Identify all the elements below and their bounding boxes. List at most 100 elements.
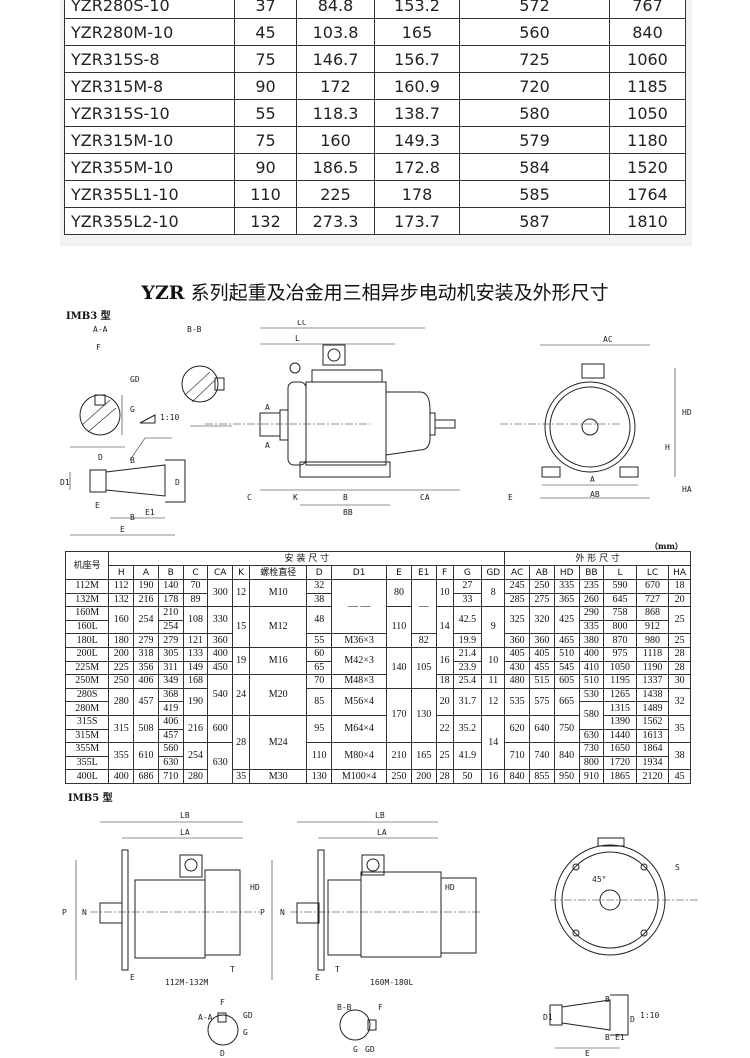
table-cell: 153.2 (374, 0, 460, 19)
dimension-label: HD (445, 883, 455, 892)
dimension-label: P (62, 908, 67, 917)
table-cell: 311 (157, 660, 184, 676)
frame-cell: 132M (64, 592, 110, 608)
table-cell: 89 (182, 592, 209, 608)
table-cell: 800 (603, 619, 637, 635)
dimension-label: P (260, 908, 265, 917)
column-header: BB (578, 565, 605, 580)
table-cell: 250 (386, 769, 412, 784)
table-cell: 32 (668, 687, 691, 716)
column-header: A (133, 565, 159, 580)
column-header: L (603, 565, 637, 580)
dimension-label: LA (180, 828, 190, 837)
model-cell: YZR355L1-10 (64, 180, 235, 208)
table-cell: 1195 (603, 674, 637, 689)
column-header: C (182, 565, 209, 580)
table-cell: 1390 (603, 714, 637, 730)
table-cell: 84.8 (296, 0, 375, 19)
table-cell: 25 (668, 606, 691, 635)
table-cell: 28 (668, 660, 691, 676)
dimension-label: LC (297, 320, 307, 327)
table-cell: 840 (553, 742, 580, 771)
table-cell: 670 (635, 579, 670, 594)
table-cell: 23.9 (452, 660, 483, 676)
table-cell: 16 (481, 769, 506, 784)
table-cell: 725 (459, 45, 610, 73)
table-cell: 12 (481, 687, 506, 716)
table-cell: 132 (234, 207, 297, 235)
table-cell: 279 (157, 633, 184, 648)
frame-cell: 355M (64, 742, 110, 757)
dimension-label: LB (375, 811, 385, 820)
table-cell: 160 (296, 126, 375, 154)
dimension-label: F (378, 1003, 383, 1012)
column-header: G (452, 565, 483, 580)
column-header: D1 (331, 565, 388, 580)
dimension-label: E (508, 493, 513, 502)
table-cell: 178 (157, 592, 184, 608)
dimension-label: D (220, 1049, 225, 1058)
table-cell: 235 (578, 579, 605, 594)
table-cell: — — (331, 578, 388, 635)
column-header: HA (668, 565, 691, 580)
table-cell: 580 (459, 99, 610, 127)
table-cell: 560 (459, 18, 610, 46)
table-cell: 245 (504, 579, 531, 594)
table-cell: 149.3 (374, 126, 460, 154)
table-cell: — (410, 578, 437, 635)
table-cell: 1865 (603, 769, 637, 784)
dimension-label: B (605, 1033, 610, 1042)
dimension-label: HD (250, 883, 260, 892)
table-cell: 740 (529, 742, 555, 771)
dimension-label: N (280, 908, 285, 917)
table-cell: 758 (603, 606, 637, 621)
table-cell: 290 (578, 606, 605, 621)
table-cell: 1864 (635, 742, 670, 757)
table-cell: 419 (157, 701, 184, 716)
table-cell: 585 (459, 180, 610, 208)
table-cell: 90 (234, 153, 297, 181)
table-cell: 130 (410, 687, 437, 744)
shaft-taper-drawing (69, 414, 186, 536)
table-cell: 140 (386, 646, 412, 689)
frame-cell: 400L (64, 769, 110, 784)
table-cell: 575 (529, 687, 555, 716)
table-cell: 45 (668, 769, 691, 784)
table-cell: 1764 (609, 180, 686, 208)
table-cell: 540 (207, 674, 234, 716)
table-cell: 15 (232, 606, 251, 648)
table-cell: 10 (481, 646, 506, 676)
table-cell: 279 (133, 633, 159, 648)
dimension-label: A (590, 475, 595, 484)
dimension-label: E (95, 501, 100, 510)
table-cell: 165 (410, 742, 437, 771)
table-cell: 18 (435, 674, 454, 689)
dimension-label: E (315, 973, 320, 982)
table-cell: M42×3 (331, 646, 388, 676)
table-cell: 457 (157, 728, 184, 744)
frame-header: 机座号 (64, 551, 110, 580)
dimension-label: GD (130, 375, 140, 384)
table-cell: 605 (553, 674, 580, 689)
table-cell: 21.4 (452, 646, 483, 662)
dimension-label: B (343, 493, 348, 502)
table-cell: 35 (232, 769, 251, 784)
dimension-label: LB (180, 811, 190, 820)
table-cell: 75 (234, 126, 297, 154)
table-cell: M48×3 (331, 674, 388, 689)
table-cell: 767 (609, 0, 686, 19)
table-cell: 1315 (603, 701, 637, 716)
table-cell: 108 (182, 606, 209, 635)
table-cell: 37 (234, 0, 297, 19)
table-cell: 12 (232, 578, 251, 608)
table-cell: 400 (578, 646, 605, 662)
table-cell: 80 (386, 578, 412, 608)
